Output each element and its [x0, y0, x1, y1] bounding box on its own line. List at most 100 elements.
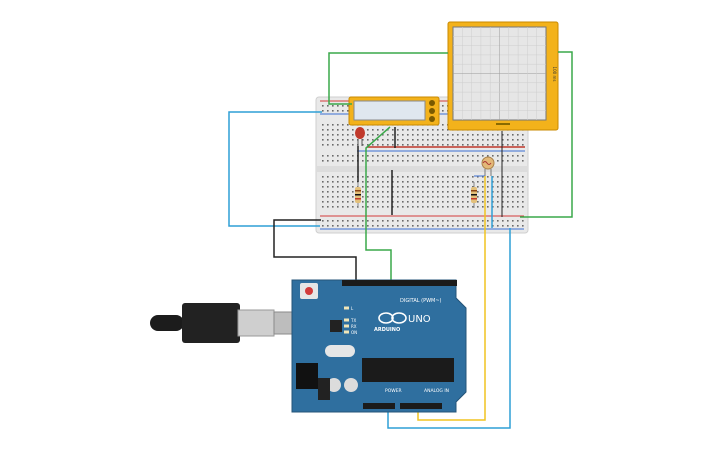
breadboard-hole	[457, 176, 459, 178]
breadboard-hole	[477, 191, 479, 193]
breadboard-hole	[487, 181, 489, 183]
breadboard-hole	[412, 225, 414, 227]
breadboard-hole	[377, 160, 379, 162]
wire-green-right[interactable]	[520, 51, 573, 218]
red-led[interactable]	[355, 127, 365, 146]
breadboard-hole	[332, 220, 334, 222]
wire-green-top[interactable]	[328, 52, 448, 105]
breadboard-hole	[342, 155, 344, 157]
breadboard-hole	[347, 191, 349, 193]
breadboard-hole	[382, 160, 384, 162]
breadboard-hole	[362, 191, 364, 193]
breadboard-hole	[467, 155, 469, 157]
breadboard-hole	[442, 144, 444, 146]
photoresistor[interactable]	[481, 156, 495, 176]
breadboard-hole	[347, 155, 349, 157]
usb-chip	[330, 320, 342, 332]
status-led-label: L	[351, 306, 354, 311]
breadboard-hole	[342, 201, 344, 203]
breadboard-hole	[362, 155, 364, 157]
breadboard-hole	[452, 181, 454, 183]
breadboard-hole	[432, 225, 434, 227]
breadboard-hole	[362, 181, 364, 183]
breadboard-hole	[422, 206, 424, 208]
resistor-2[interactable]	[471, 182, 477, 208]
breadboard-hole	[467, 201, 469, 203]
breadboard-hole	[462, 191, 464, 193]
lcd-module[interactable]	[348, 96, 440, 126]
breadboard-hole	[372, 129, 374, 131]
breadboard-hole	[467, 181, 469, 183]
breadboard-hole	[342, 191, 344, 193]
breadboard-hole	[412, 139, 414, 141]
analog-header[interactable]	[400, 403, 442, 409]
breadboard-hole	[392, 144, 394, 146]
breadboard-hole	[432, 186, 434, 188]
status-led	[344, 318, 349, 322]
wire-green-pin[interactable]	[365, 126, 392, 281]
wire-black-gnd[interactable]	[273, 219, 357, 281]
breadboard-hole	[472, 181, 474, 183]
breadboard-hole	[442, 134, 444, 136]
breadboard-hole	[422, 220, 424, 222]
breadboard-hole	[322, 206, 324, 208]
lcd-button-2[interactable]	[429, 108, 435, 114]
breadboard-hole	[347, 225, 349, 227]
breadboard-hole	[447, 201, 449, 203]
breadboard-hole	[452, 176, 454, 178]
breadboard-hole	[472, 220, 474, 222]
breadboard-hole	[487, 186, 489, 188]
breadboard-hole	[477, 176, 479, 178]
breadboard-hole	[487, 139, 489, 141]
reset-button-cap[interactable]	[305, 287, 313, 295]
wire-blue-left[interactable]	[228, 111, 322, 227]
status-led-label: RX	[351, 324, 357, 329]
breadboard-hole	[487, 155, 489, 157]
breadboard-hole	[372, 134, 374, 136]
breadboard-hole	[457, 201, 459, 203]
breadboard-hole	[507, 201, 509, 203]
breadboard-hole	[462, 196, 464, 198]
breadboard-hole	[472, 176, 474, 178]
breadboard-hole	[427, 196, 429, 198]
breadboard-hole	[397, 176, 399, 178]
breadboard-hole	[337, 220, 339, 222]
breadboard-hole	[512, 196, 514, 198]
wire-blue-analog[interactable]	[387, 228, 511, 429]
breadboard-hole	[332, 160, 334, 162]
breadboard-hole	[347, 105, 349, 107]
breadboard-hole	[397, 155, 399, 157]
breadboard-hole	[422, 225, 424, 227]
breadboard-hole	[397, 134, 399, 136]
breadboard-hole	[392, 176, 394, 178]
breadboard-hole	[432, 181, 434, 183]
breadboard-hole	[342, 225, 344, 227]
arduino-uno[interactable]: DIGITAL (PWM~) ARDUINO UNO POWER ANALOG …	[291, 279, 467, 413]
breadboard-hole	[437, 206, 439, 208]
breadboard-hole	[427, 176, 429, 178]
breadboard-hole	[492, 196, 494, 198]
breadboard-hole	[402, 176, 404, 178]
breadboard-hole	[352, 201, 354, 203]
oscilloscope[interactable]: 100 ms	[447, 21, 559, 131]
breadboard-hole	[422, 139, 424, 141]
breadboard-hole	[347, 134, 349, 136]
breadboard-hole	[412, 144, 414, 146]
digital-header[interactable]	[342, 280, 457, 286]
power-header[interactable]	[363, 403, 395, 409]
breadboard-hole	[397, 144, 399, 146]
breadboard-hole	[487, 220, 489, 222]
lcd-button-3[interactable]	[429, 116, 435, 122]
breadboard-hole	[397, 129, 399, 131]
breadboard-hole	[472, 206, 474, 208]
breadboard-hole	[492, 191, 494, 193]
lcd-button-1[interactable]	[429, 100, 435, 106]
resistor-1[interactable]	[355, 182, 361, 208]
breadboard-hole	[497, 225, 499, 227]
breadboard-hole	[512, 220, 514, 222]
breadboard-hole	[397, 225, 399, 227]
breadboard-hole	[372, 201, 374, 203]
breadboard-hole	[507, 196, 509, 198]
breadboard-hole	[357, 225, 359, 227]
breadboard-hole	[442, 206, 444, 208]
